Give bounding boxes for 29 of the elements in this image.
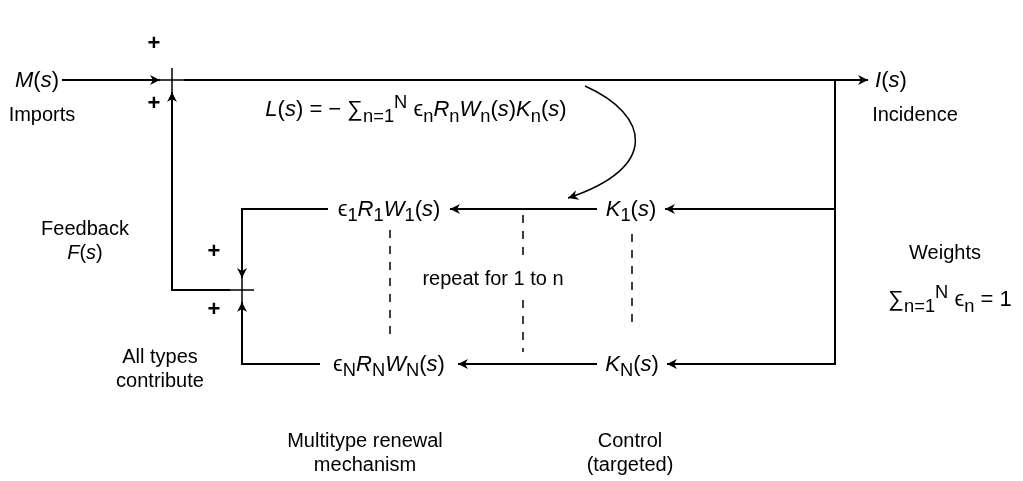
caption: Weights [908, 240, 982, 264]
arrow [61, 75, 161, 85]
summing-junction [160, 68, 184, 92]
formula: ∑$_{n=1}$$^{N}$ ϵ$_{n}$ = 1 [887, 280, 1013, 318]
plus-sign: + [206, 298, 222, 320]
plus-sign: + [146, 92, 162, 114]
math-expression: ϵ$_{1}$R$_{1}$W$_{1}$(s) [328, 195, 450, 223]
arrow [449, 204, 598, 214]
node-label: Incidence [871, 102, 959, 126]
math-expression: I(s) [868, 66, 914, 94]
plus-sign: + [206, 240, 222, 262]
math-expression: ϵ$_{N}$R$_{N}$W$_{N}$(s) [320, 350, 458, 378]
caption: repeat for 1 to n [421, 266, 565, 290]
summing-junction [230, 278, 254, 302]
arrow [183, 79, 836, 369]
caption: Multitype renewal mechanism [286, 428, 444, 476]
node-label: Imports [7, 102, 77, 126]
arrow [457, 359, 598, 369]
arrow [237, 208, 329, 279]
caption: Feedback F(s) [40, 216, 130, 264]
plus-sign: + [146, 32, 162, 54]
math-expression: K$_{1}$(s) [597, 195, 665, 223]
math-expression: K$_{N}$(s) [597, 350, 667, 378]
caption: Control (targeted) [585, 428, 675, 476]
arrow [237, 301, 321, 365]
formula: L(s) = − ∑$_{n=1}$$^{N}$ ϵ$_{n}$R$_{n}$W$_{n}$(s)K$_{n}$(s) [264, 90, 568, 128]
math-expression: M(s) [12, 66, 62, 94]
caption: All types contribute [115, 344, 205, 392]
arrow [167, 91, 231, 291]
